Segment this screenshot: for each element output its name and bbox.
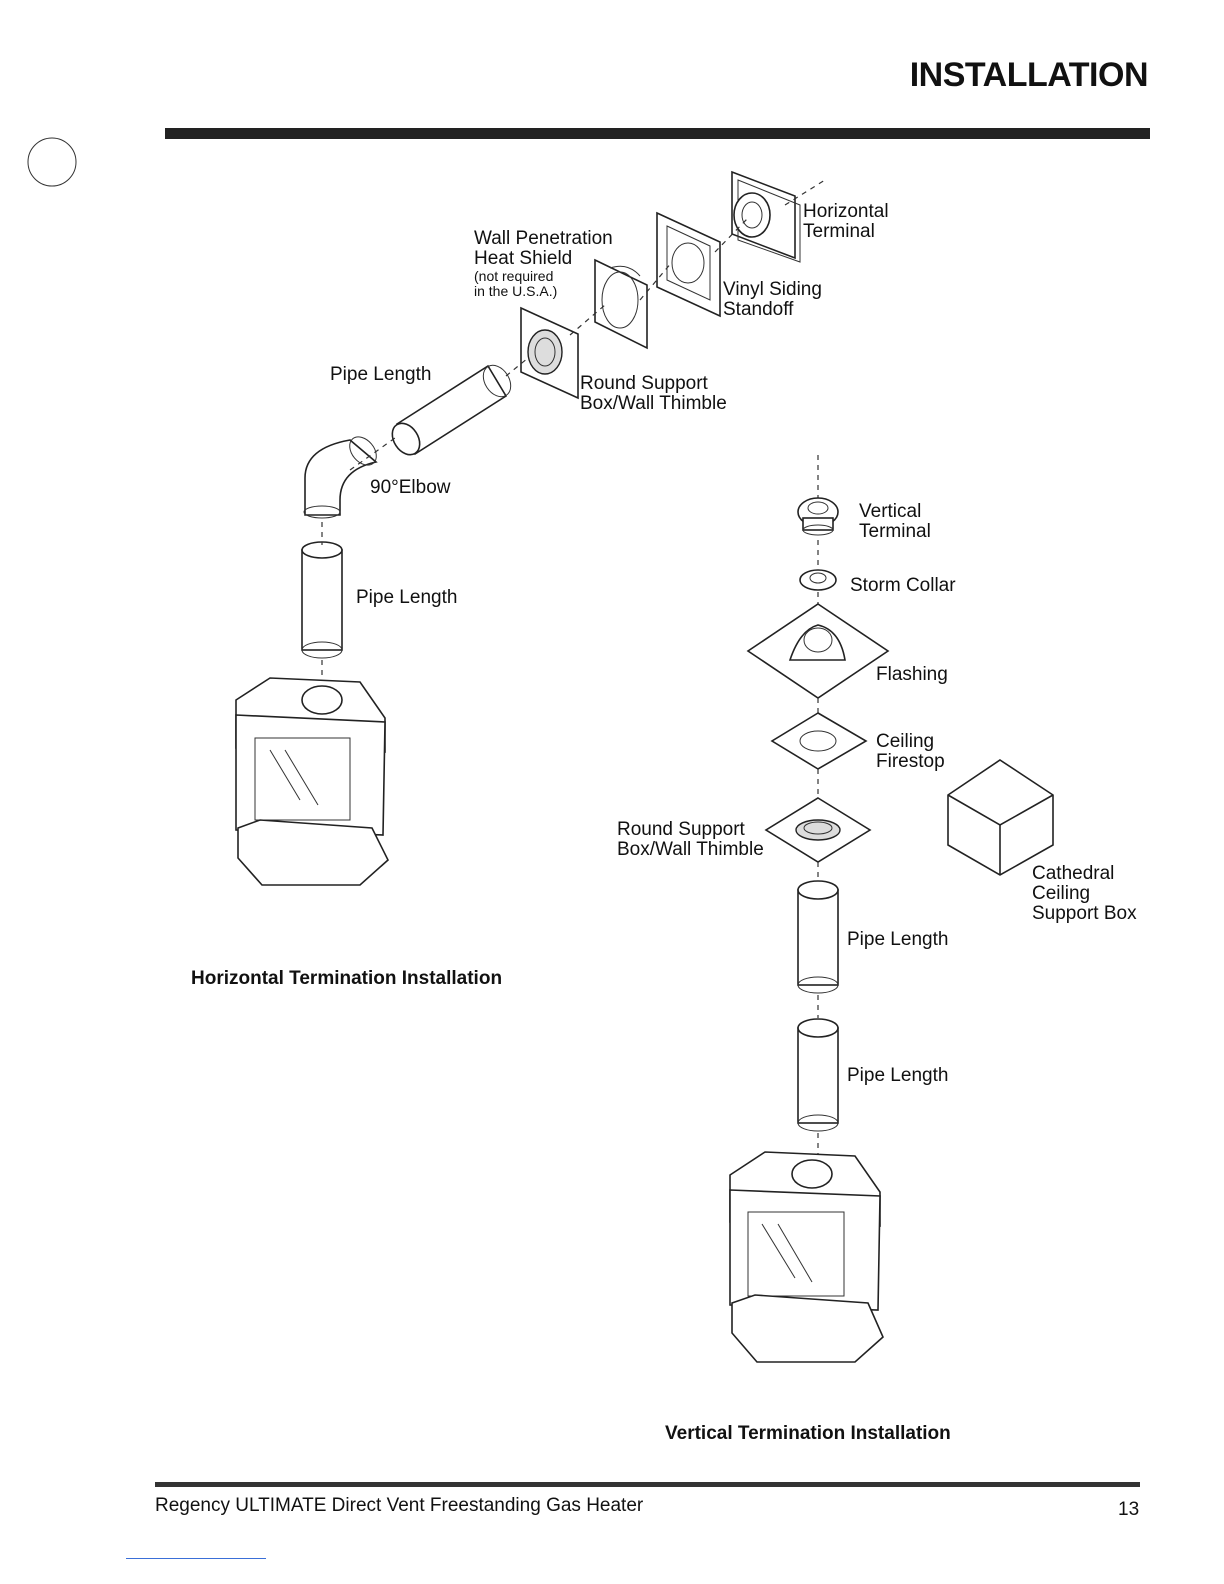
label-ceiling-firestop-line1: Ceiling: [876, 731, 935, 752]
label-round-support-vertical-line1: Round Support: [617, 819, 745, 840]
stove-vertical-illustration: [729, 1151, 884, 1363]
storm-collar-illustration: [799, 569, 837, 591]
caption-horizontal-termination: Horizontal Termination Installation: [191, 968, 503, 989]
pipe-length-angled-illustration: [391, 364, 512, 456]
label-vertical-terminal-line2: Terminal: [859, 521, 931, 542]
footer-rule: [155, 1482, 1140, 1487]
pipe-length-vertical-1-illustration: [797, 880, 839, 994]
label-ceiling-firestop-line2: Firestop: [876, 751, 945, 772]
vertical-terminal-illustration: [797, 497, 839, 536]
cathedral-ceiling-support-box-illustration: [947, 759, 1054, 876]
label-elbow: 90°Elbow: [370, 477, 451, 498]
hole-punch-mark: [27, 137, 77, 187]
label-wall-penetration-line1: Wall Penetration: [474, 228, 613, 249]
ceiling-firestop-illustration: [770, 712, 868, 770]
label-cathedral-line1: Cathedral: [1032, 863, 1115, 884]
label-wall-penetration-note2: in the U.S.A.): [474, 283, 558, 299]
label-flashing: Flashing: [876, 664, 948, 685]
label-round-support-line2: Box/Wall Thimble: [580, 393, 727, 414]
label-cathedral-line3: Support Box: [1032, 903, 1137, 924]
round-support-box-illustration: [520, 306, 579, 400]
vinyl-siding-standoff-illustration: [656, 211, 721, 318]
stove-horizontal-illustration: [235, 677, 389, 886]
label-vinyl-siding-line1: Vinyl Siding: [723, 279, 822, 300]
flashing-illustration: [746, 603, 890, 699]
wall-penetration-heat-shield-illustration: [594, 258, 648, 350]
label-round-support-line1: Round Support: [580, 373, 708, 394]
label-wall-penetration-line2: Heat Shield: [474, 248, 573, 269]
label-pipe-length-mid: Pipe Length: [356, 587, 458, 608]
page-title: INSTALLATION: [909, 56, 1149, 94]
label-wall-penetration-note1: (not required: [474, 268, 554, 284]
footer-product-name: Regency ULTIMATE Direct Vent Freestandin…: [155, 1495, 644, 1516]
page-number: 13: [1118, 1499, 1140, 1520]
label-cathedral-line2: Ceiling: [1032, 883, 1091, 904]
label-vinyl-siding-line2: Standoff: [723, 299, 794, 320]
header-rule: [165, 128, 1150, 139]
label-round-support-vertical-line2: Box/Wall Thimble: [617, 839, 764, 860]
label-pipe-length-vertical-1: Pipe Length: [847, 929, 949, 950]
label-horizontal-terminal-line2: Terminal: [803, 221, 875, 242]
label-pipe-length-vertical-2: Pipe Length: [847, 1065, 949, 1086]
caption-vertical-termination: Vertical Termination Installation: [665, 1423, 951, 1444]
label-storm-collar: Storm Collar: [850, 575, 956, 596]
horizontal-terminal-illustration: [731, 170, 801, 263]
label-vertical-terminal-line1: Vertical: [859, 501, 922, 522]
pipe-length-vertical-illustration: [301, 541, 343, 659]
label-pipe-length-top: Pipe Length: [330, 364, 432, 385]
label-horizontal-terminal-line1: Horizontal: [803, 201, 889, 222]
round-support-box-vertical-illustration: [764, 797, 872, 863]
link-underline: [126, 1558, 266, 1559]
pipe-length-vertical-2-illustration: [797, 1018, 839, 1132]
elbow-illustration: [303, 436, 378, 519]
